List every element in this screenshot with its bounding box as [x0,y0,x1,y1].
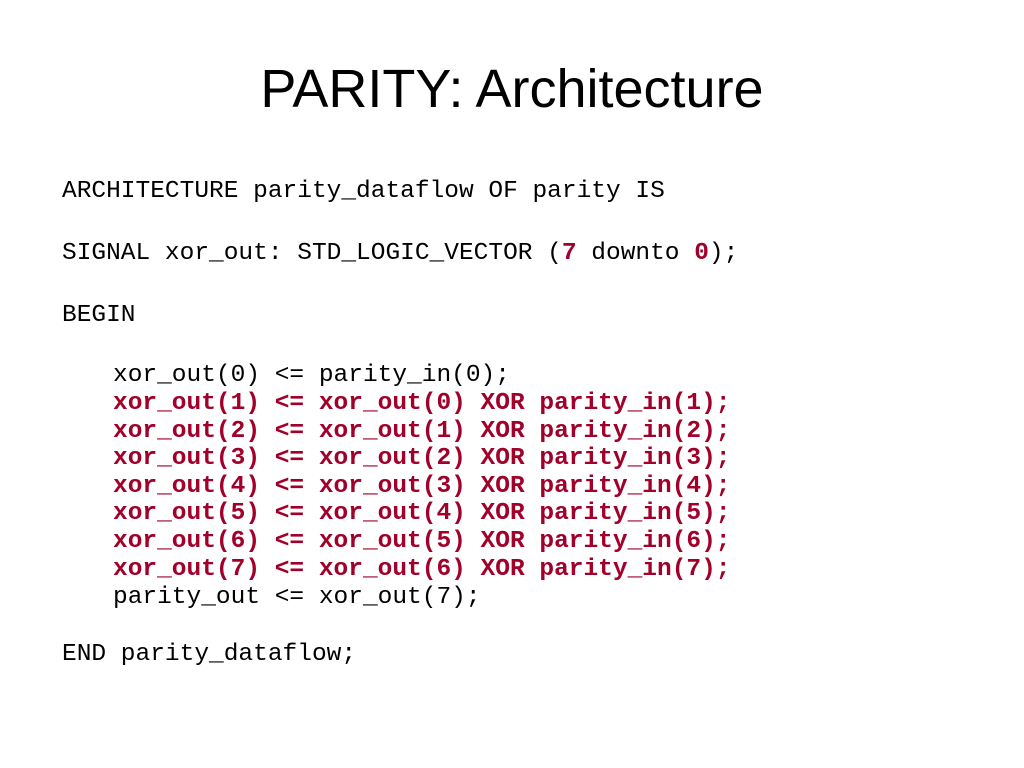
code-line-first-assign: xor_out(0) <= parity_in(0); [113,362,510,389]
code-line-xor-chain: xor_out(5) <= xor_out(4) XOR parity_in(5… [113,500,731,527]
code-line-end: END parity_dataflow; [62,641,357,668]
signal-low-bound: 0 [694,240,709,267]
signal-downto: downto [576,240,695,267]
code-line-xor-chain: xor_out(6) <= xor_out(5) XOR parity_in(6… [113,528,731,555]
slide-title: PARITY: Architecture [260,59,764,119]
signal-high-bound: 7 [561,240,577,267]
code-line-begin: BEGIN [62,302,136,329]
code-line-xor-chain: xor_out(2) <= xor_out(1) XOR parity_in(2… [113,418,731,445]
code-line-xor-chain: xor_out(4) <= xor_out(3) XOR parity_in(4… [113,473,731,500]
signal-suffix: ); [708,240,739,267]
code-line-architecture: ARCHITECTURE parity_dataflow OF parity I… [62,178,665,205]
code-line-xor-chain: xor_out(1) <= xor_out(0) XOR parity_in(1… [113,390,731,417]
code-block: ARCHITECTURE parity_dataflow OF parity I… [62,0,738,666]
signal-prefix: SIGNAL xor_out: STD_LOGIC_VECTOR ( [62,240,562,267]
code-line-xor-chain: xor_out(7) <= xor_out(6) XOR parity_in(7… [113,556,731,583]
code-line-signal: SIGNAL xor_out: STD_LOGIC_VECTOR (7 down… [62,240,739,267]
code-line-xor-chain: xor_out(3) <= xor_out(2) XOR parity_in(3… [113,445,731,472]
code-line-output-assign: parity_out <= xor_out(7); [113,584,481,611]
